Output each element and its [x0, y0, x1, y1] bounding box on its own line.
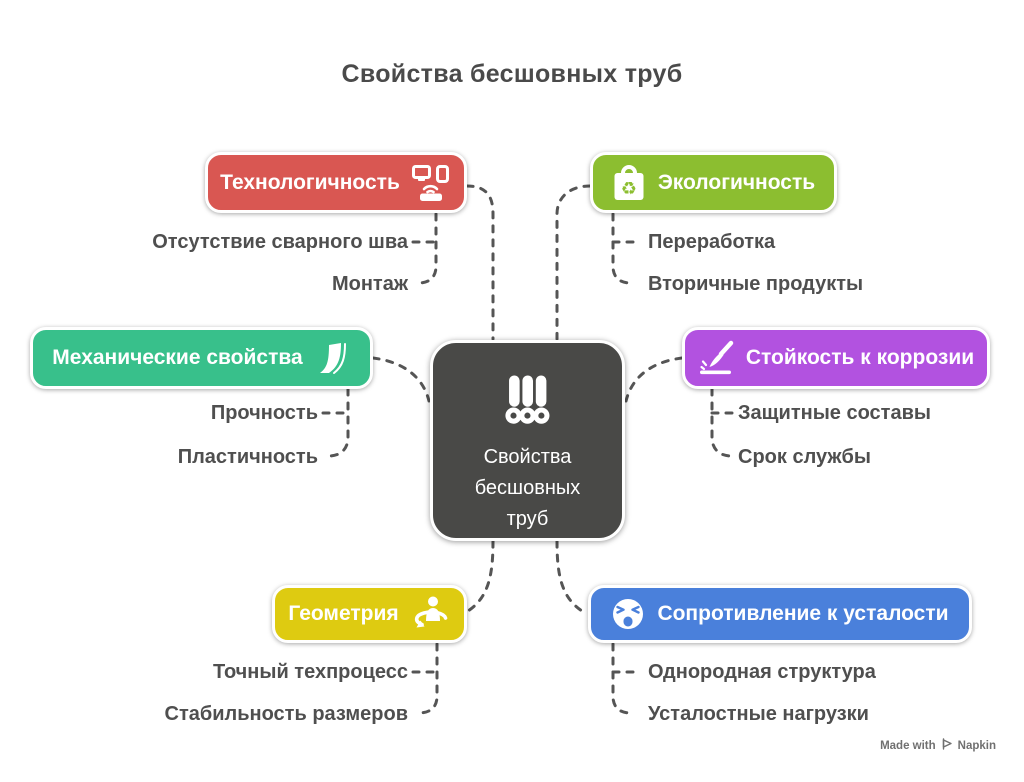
connector-fatigue-children	[611, 642, 633, 715]
devices-icon	[411, 164, 452, 201]
branch-node-mech[interactable]: Механические свойства	[30, 327, 373, 389]
connector-geom-center	[466, 539, 495, 613]
connector-fatigue-center	[555, 539, 584, 613]
branch-label-tech: Технологичность	[220, 170, 400, 194]
sub-item-mech-1[interactable]: Прочность	[210, 402, 318, 424]
sub-item-mech-2[interactable]: Пластичность	[177, 446, 318, 468]
center-node[interactable]: Свойства бесшовных труб	[430, 340, 625, 541]
sub-item-eco-1[interactable]: Переработка	[648, 231, 776, 253]
connector-mech-center	[371, 356, 431, 403]
svg-text:♻: ♻	[621, 178, 637, 199]
sub-item-geom-2[interactable]: Стабильность размеров	[164, 703, 409, 725]
rotation-person-icon	[411, 595, 451, 633]
connector-eco-children	[611, 212, 633, 285]
sub-item-corr-2[interactable]: Срок службы	[738, 446, 871, 468]
branch-node-corr[interactable]: Стойкость к коррозии	[682, 327, 990, 389]
brush-icon	[698, 340, 734, 376]
connector-tech-children	[416, 212, 438, 285]
napkin-logo-icon	[941, 738, 953, 753]
branch-label-corr: Стойкость к коррозии	[745, 346, 975, 369]
branch-label-mech: Механические свойства	[52, 346, 303, 369]
sub-item-fatigue-2[interactable]: Усталостные нагрузки	[648, 703, 869, 725]
connector-geom-children	[416, 642, 439, 715]
connector-corr-children	[710, 387, 734, 458]
watermark-brand: Napkin	[957, 739, 996, 752]
weary-face-icon	[611, 597, 645, 631]
pipes-icon	[499, 373, 557, 432]
branch-node-geom[interactable]: Геометрия	[272, 585, 467, 643]
branch-label-geom: Геометрия	[288, 602, 399, 625]
sub-item-tech-2[interactable]: Монтаж	[331, 273, 408, 295]
sub-item-corr-1[interactable]: Защитные составы	[738, 402, 931, 424]
sub-item-fatigue-1[interactable]: Однородная структура	[648, 661, 876, 683]
branch-node-eco[interactable]: ♻ Экологичность	[590, 152, 837, 213]
branch-label-eco: Экологичность	[657, 170, 816, 194]
branch-node-tech[interactable]: Технологичность	[205, 152, 467, 213]
center-node-label: Свойства бесшовных труб	[474, 446, 581, 530]
diagram-title: Свойства бесшовных труб	[341, 60, 683, 88]
sub-item-eco-2[interactable]: Вторичные продукты	[648, 273, 864, 295]
connector-mech-children	[326, 387, 350, 458]
napkin-watermark[interactable]: Made with Napkin	[880, 738, 996, 753]
connector-tech-center	[465, 184, 495, 341]
branch-label-fatigue: Сопротивление к усталости	[657, 602, 949, 625]
curved-flag-icon	[315, 341, 351, 375]
watermark-prefix: Made with	[880, 739, 936, 752]
connector-eco-center	[555, 184, 592, 341]
connector-corr-center	[624, 356, 684, 403]
sub-item-geom-1[interactable]: Точный техпроцесс	[213, 661, 408, 683]
branch-node-fatigue[interactable]: Сопротивление к усталости	[588, 585, 972, 643]
sub-item-tech-1[interactable]: Отсутствие сварного шва	[152, 231, 408, 253]
recycle-bag-icon: ♻	[612, 163, 646, 203]
